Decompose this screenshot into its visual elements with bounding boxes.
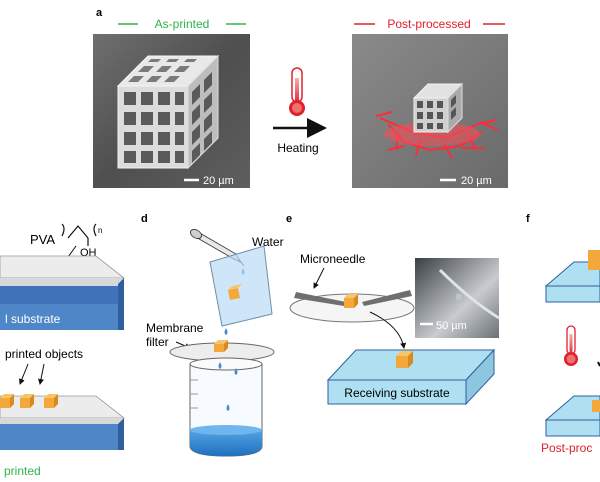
membrane-label-2: filter [146,335,169,349]
object-on-membrane [228,284,242,300]
red-support-structure [375,111,499,159]
object-on-filter [214,340,228,352]
objects-arrow-1 [19,363,29,385]
panel-c: PVA n OH l substrate printed objects [0,223,126,478]
panel-d: d Water Membrane filter [141,213,284,457]
substrate-f-bottom [544,395,600,437]
transfer-arrow [369,311,407,349]
beaker [189,357,263,457]
lattice-cube-as-printed [116,54,220,170]
substrate-top [0,255,126,330]
object-f-top [588,250,600,270]
microneedle-left [294,292,346,306]
post-processed-header: Post-processed [387,17,470,31]
panel-d-letter: d [141,213,148,225]
micrograph-needle [438,268,500,320]
object-f-bottom [592,400,600,412]
water-droplet-4 [234,368,238,375]
printed-label-bottom: printed [4,464,41,478]
microneedle-right [362,290,412,306]
water-droplet-2 [224,328,228,335]
objects-arrow-2 [38,363,45,385]
scale-label-inset: 50 µm [436,320,467,332]
pva-structure [61,223,97,246]
object-on-receiving [396,351,413,368]
pva-n-subscript: n [98,226,102,235]
pva-label: PVA [30,232,55,247]
substrate-bottom [0,395,126,450]
receiving-label: Receiving substrate [344,386,450,400]
panel-f-letter: f [526,213,530,225]
panel-a-letter: a [96,7,103,19]
water-label: Water [252,235,284,249]
panel-e-letter: e [286,213,292,225]
printed-objects [0,394,58,408]
membrane-sheet [209,245,273,327]
heating-label: Heating [277,141,318,155]
thermometer-icon-f [564,325,578,366]
membrane-label-1: Membrane [146,321,204,335]
as-printed-header: As-printed [155,17,210,31]
panel-e: e Microneedle 50 µm Receiving subst [286,213,500,406]
micrograph-object [456,294,462,300]
thermometer-icon [289,67,305,116]
water-droplet-5 [226,404,230,411]
substrate-f-top [544,261,600,303]
microneedle-label: Microneedle [300,252,366,266]
panel-f: f Post-proc [526,213,600,455]
scale-label-right: 20 µm [461,175,492,187]
panel-a: a As-printed [93,7,508,188]
water-droplet-3 [218,362,222,369]
substrate-label: l substrate [5,312,61,326]
scale-label-left: 20 µm [203,175,234,187]
printed-objects-label: printed objects [5,347,83,361]
microneedle-pointer-arrow [313,267,325,289]
object-held [344,294,358,308]
lattice-cube-post-processed [412,82,464,134]
post-processed-label-f: Post-proc [541,441,592,455]
